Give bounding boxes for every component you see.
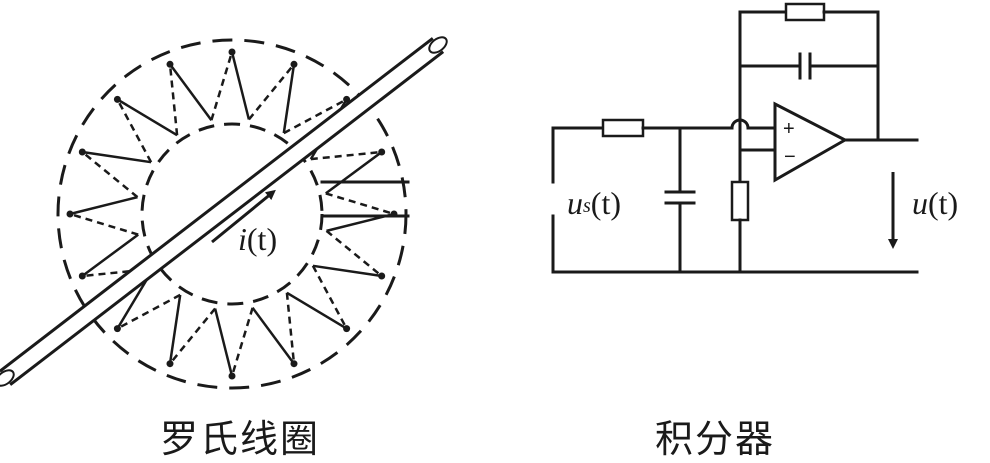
winding-outer-node bbox=[378, 272, 386, 280]
winding-front-segment bbox=[168, 63, 213, 121]
winding-front-segment bbox=[230, 51, 251, 120]
winding-back-segment bbox=[230, 307, 254, 377]
output-voltage-label: u(t) bbox=[912, 185, 958, 221]
winding-front-segment bbox=[69, 195, 138, 216]
winding-back-segment bbox=[69, 212, 139, 236]
feedback-capacitor bbox=[738, 52, 880, 80]
winding-outer-node bbox=[290, 60, 298, 68]
winding-front-segment bbox=[251, 307, 296, 365]
op-amp-minus-sign: − bbox=[784, 146, 796, 168]
winding-front-segment bbox=[82, 150, 152, 164]
winding-front-segment bbox=[282, 64, 296, 134]
coil-inner-dashed-circle bbox=[140, 122, 324, 306]
winding-front-segment bbox=[81, 233, 139, 278]
feedback-resistor bbox=[784, 2, 826, 22]
winding-outer-node bbox=[78, 148, 86, 156]
winding-front-segment bbox=[116, 98, 178, 137]
winding-front-segment bbox=[325, 150, 383, 195]
winding-front-segment bbox=[286, 291, 348, 330]
rogowski-coil-caption: 罗氏线圈 bbox=[160, 417, 321, 461]
rogowski-coil: i(t) bbox=[0, 36, 448, 390]
winding-outer-node bbox=[228, 48, 236, 56]
winding-outer-node bbox=[113, 95, 121, 103]
current-label: i(t) bbox=[238, 221, 277, 257]
coil-windings bbox=[66, 48, 398, 380]
winding-back-segment bbox=[285, 292, 296, 364]
op-amp: + − bbox=[773, 101, 849, 183]
coil-outer-dashed-circle bbox=[56, 38, 408, 390]
winding-outer-node bbox=[166, 60, 174, 68]
current-direction-arrow bbox=[211, 189, 276, 244]
winding-outer-node bbox=[78, 272, 86, 280]
winding-outer-node bbox=[166, 360, 174, 368]
winding-back-segment bbox=[310, 150, 382, 161]
winding-front-segment bbox=[213, 308, 234, 377]
winding-front-segment bbox=[312, 264, 382, 278]
op-amp-plus-sign: + bbox=[783, 118, 795, 140]
winding-back-segment bbox=[325, 192, 395, 216]
conductor-rod bbox=[0, 36, 448, 387]
integrator-caption: 积分器 bbox=[655, 417, 776, 461]
winding-outer-node bbox=[378, 148, 386, 156]
winding-back-segment bbox=[168, 64, 179, 136]
winding-outer-node bbox=[290, 360, 298, 368]
winding-front-segment bbox=[168, 294, 182, 364]
ground-resistor bbox=[730, 148, 750, 274]
winding-outer-node bbox=[66, 210, 74, 218]
winding-back-segment bbox=[210, 51, 234, 121]
winding-outer-node bbox=[113, 325, 121, 333]
winding-outer-node bbox=[343, 95, 351, 103]
input-voltage-label: us(t) bbox=[567, 185, 621, 221]
shunt-capacitor bbox=[664, 126, 696, 274]
integrator-circuit: + − us(t) u(t) bbox=[551, 2, 958, 274]
winding-outer-node bbox=[228, 372, 236, 380]
winding-outer-node bbox=[343, 325, 351, 333]
series-resistor bbox=[601, 118, 645, 138]
